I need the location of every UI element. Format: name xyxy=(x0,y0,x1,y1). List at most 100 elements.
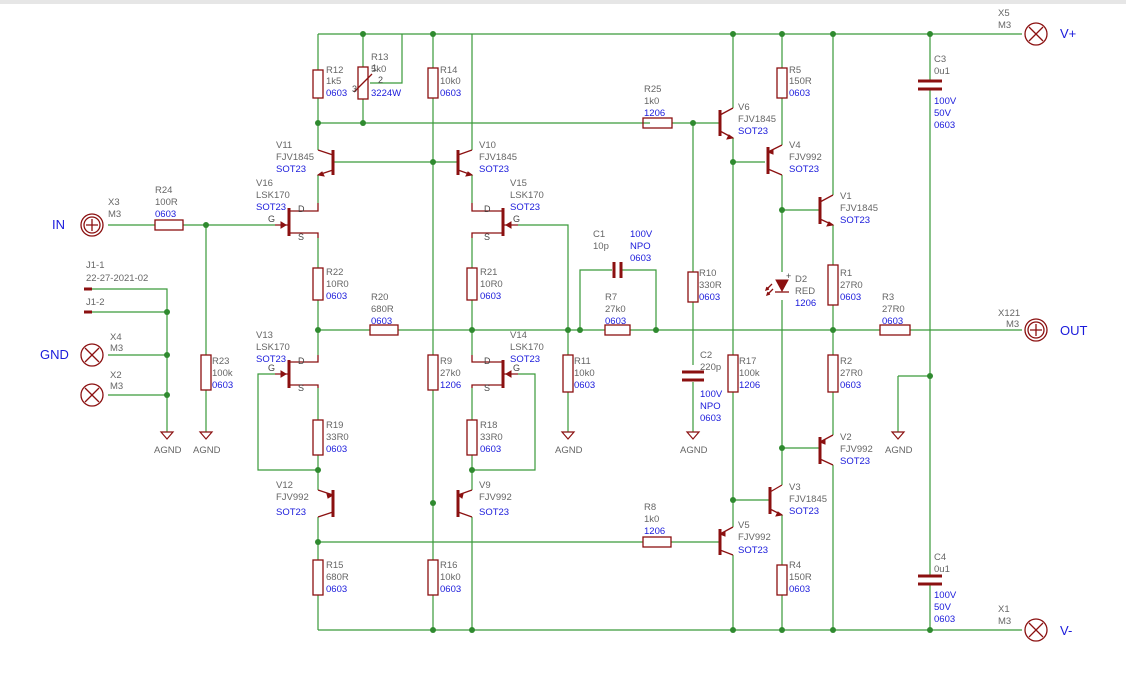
v1-name: V1 xyxy=(840,191,852,202)
x3-value: M3 xyxy=(108,209,121,220)
r22-name: R22 xyxy=(326,267,343,278)
resistor-r19 xyxy=(312,419,324,456)
x5-name: X5 xyxy=(998,8,1010,19)
r9-value: 27k0 xyxy=(440,368,461,379)
c2-package: 0603 xyxy=(700,413,721,424)
v6-package: SOT23 xyxy=(738,126,768,137)
r25-value: 1k0 xyxy=(644,96,659,107)
resistor-r14 xyxy=(427,67,439,99)
connector-x3 xyxy=(80,213,104,237)
v5-value: FJV992 xyxy=(738,532,771,543)
v4-package: SOT23 xyxy=(789,164,819,175)
v14-package: SOT23 xyxy=(510,354,540,365)
r11-package: 0603 xyxy=(574,380,595,391)
r11-value: 10k0 xyxy=(574,368,595,379)
r21-package: 0603 xyxy=(480,291,501,302)
r19-name: R19 xyxy=(326,420,343,431)
resistor-r7 xyxy=(604,324,631,336)
r1-name: R1 xyxy=(840,268,852,279)
x2-value: M3 xyxy=(110,381,123,392)
c2-dielectric: NPO xyxy=(700,401,721,412)
agnd-label-1: AGND xyxy=(154,445,182,456)
v16-package: SOT23 xyxy=(256,202,286,213)
r2-value: 27R0 xyxy=(840,368,863,379)
c3-voltage: 100V xyxy=(934,96,957,107)
x4-name: X4 xyxy=(110,332,122,343)
c1-package: 0603 xyxy=(630,253,651,264)
r23-value: 100k xyxy=(212,368,233,379)
r5-package: 0603 xyxy=(789,88,810,99)
wires xyxy=(86,33,1022,631)
x4-value: M3 xyxy=(110,343,123,354)
v15-value: LSK170 xyxy=(510,190,544,201)
r9-package: 1206 xyxy=(440,380,461,391)
r10-package: 0603 xyxy=(699,292,720,303)
jfet-symbols xyxy=(275,203,518,388)
r7-package: 0603 xyxy=(605,316,626,327)
connector-x4 xyxy=(80,343,104,367)
resistor-r10 xyxy=(687,271,699,303)
r4-package: 0603 xyxy=(789,584,810,595)
v6-name: V6 xyxy=(738,102,750,113)
resistor-r16 xyxy=(427,559,439,596)
r17-package: 1206 xyxy=(739,380,760,391)
pin-pot-2: 2 xyxy=(378,75,383,85)
resistor-r25 xyxy=(642,117,673,129)
port-out: OUT xyxy=(1060,323,1088,338)
v12-package: SOT23 xyxy=(276,507,306,518)
r15-value: 680R xyxy=(326,572,349,583)
resistor-r5 xyxy=(776,67,788,99)
v1-package: SOT23 xyxy=(840,215,870,226)
v9-package: SOT23 xyxy=(479,507,509,518)
x121-name: X121 xyxy=(998,308,1020,319)
r20-package: 0603 xyxy=(371,316,392,327)
c4-name: C4 xyxy=(934,552,946,563)
v4-name: V4 xyxy=(789,140,801,151)
x121-value: M3 xyxy=(1006,319,1019,330)
connector-x2 xyxy=(80,383,104,407)
r3-value: 27R0 xyxy=(882,304,905,315)
r14-value: 10k0 xyxy=(440,76,461,87)
r24-package: 0603 xyxy=(155,209,176,220)
v6-value: FJV1845 xyxy=(738,114,776,125)
led-d2 xyxy=(764,279,789,297)
r13-value: 5k0 xyxy=(371,64,386,75)
transistor-v14 xyxy=(471,355,518,388)
connector-x121 xyxy=(1024,318,1048,342)
transistor-v12 xyxy=(317,489,335,518)
r15-package: 0603 xyxy=(326,584,347,595)
r14-package: 0603 xyxy=(440,88,461,99)
transistor-v5 xyxy=(718,526,734,556)
agnd-symbol-3 xyxy=(560,431,576,440)
connector-symbols xyxy=(80,22,1048,642)
r21-value: 10R0 xyxy=(480,279,503,290)
pin-d-v15: D xyxy=(484,204,491,214)
r3-package: 0603 xyxy=(882,316,903,327)
pin-s-v15: S xyxy=(484,232,490,242)
pin-g-v16: G xyxy=(268,214,275,224)
r24-value: 100R xyxy=(155,197,178,208)
v1-value: FJV1845 xyxy=(840,203,878,214)
v9-value: FJV992 xyxy=(479,492,512,503)
pin-labels: D S G D S G D S G D S G 1 2 3 + xyxy=(268,63,791,393)
port-gnd: GND xyxy=(40,347,69,362)
r11-name: R11 xyxy=(574,356,591,367)
resistor-r20 xyxy=(369,324,399,336)
r12-package: 0603 xyxy=(326,88,347,99)
resistor-r24 xyxy=(154,219,184,231)
resistor-r15 xyxy=(312,559,324,596)
v10-package: SOT23 xyxy=(479,164,509,175)
pin-led-plus: + xyxy=(786,271,791,281)
pin-g-v14: G xyxy=(513,363,520,373)
r23-name: R23 xyxy=(212,356,229,367)
r10-value: 330R xyxy=(699,280,722,291)
r1-package: 0603 xyxy=(840,292,861,303)
r15-name: R15 xyxy=(326,560,343,571)
capacitor-symbols xyxy=(612,79,942,586)
v5-package: SOT23 xyxy=(738,545,768,556)
v4-value: FJV992 xyxy=(789,152,822,163)
agnd-symbols xyxy=(159,431,906,440)
capacitor-c1 xyxy=(612,262,623,278)
r25-package: 1206 xyxy=(644,108,665,119)
d2-value: RED xyxy=(795,286,815,297)
